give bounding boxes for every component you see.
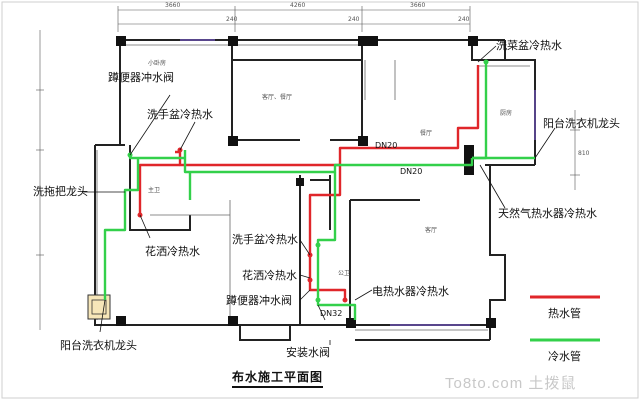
label-mop-faucet: 洗拖把龙头	[33, 185, 88, 198]
dim-right-a: 810	[578, 150, 590, 157]
top-dimension-line	[117, 6, 471, 32]
dim-top-w2: 240	[348, 16, 360, 23]
legend-hot-label: 热水管	[548, 307, 581, 320]
label-install-valve: 安装水阀	[286, 346, 330, 359]
room-bath-small: 公卫	[338, 270, 351, 277]
label-toilet-flush-top: 蹲便器冲水阀	[108, 71, 174, 84]
room-kitchen: 厨房	[500, 110, 513, 117]
label-gas-heater: 天然气热水器冷热水	[498, 207, 597, 220]
right-dimension-line	[570, 110, 580, 190]
pipe-size-dn20-lower: DN20	[400, 167, 423, 176]
label-electric-heater: 电热水器冷热水	[372, 285, 449, 298]
thin-walls	[96, 44, 530, 331]
room-small-bedroom: 小卧房	[148, 60, 167, 67]
dim-top-b: 4260	[290, 2, 306, 9]
label-basin-top: 洗手盆冷热水	[147, 108, 213, 121]
pipe-size-dn20-upper: DN20	[375, 141, 398, 150]
dim-top-c: 3660	[410, 2, 426, 9]
label-balcony-washer-right: 阳台洗衣机龙头	[543, 117, 620, 130]
room-living-dining: 客厅、餐厅	[262, 94, 293, 101]
label-toilet-flush-mid: 蹲便器冲水阀	[226, 294, 292, 307]
leader-lines	[82, 45, 556, 345]
label-basin-mid: 洗手盆冷热水	[232, 233, 298, 246]
left-dimension-line	[36, 30, 44, 330]
label-kitchen-sink: 洗菜盆冷热水	[496, 39, 562, 52]
room-bedroom-right: 客厅	[425, 227, 438, 234]
dim-top-w1: 240	[226, 16, 238, 23]
dim-top-a: 3660	[165, 2, 181, 9]
room-dining: 餐厅	[420, 130, 433, 137]
walls	[94, 39, 536, 341]
hot-water-pipes	[138, 65, 480, 300]
diagram-title: 布水施工平面图	[232, 368, 324, 388]
room-main-bath: 主卫	[148, 187, 161, 194]
pipe-size-dn32: DN32	[320, 309, 343, 318]
label-balcony-washer-left: 阳台洗衣机龙头	[60, 339, 137, 352]
label-shower-left: 花洒冷热水	[145, 245, 200, 258]
label-shower-mid: 花洒冷热水	[242, 269, 297, 282]
dim-top-w3: 240	[458, 16, 470, 23]
watermark: To8to.com 土拨鼠	[445, 375, 577, 392]
cold-water-pipes	[103, 62, 535, 320]
structural-pillars	[116, 36, 496, 328]
legend-cold-label: 冷水管	[548, 350, 581, 363]
balcony-washer-fixture	[87, 294, 111, 320]
windows	[180, 39, 536, 326]
cold-endpoints	[127, 59, 489, 303]
